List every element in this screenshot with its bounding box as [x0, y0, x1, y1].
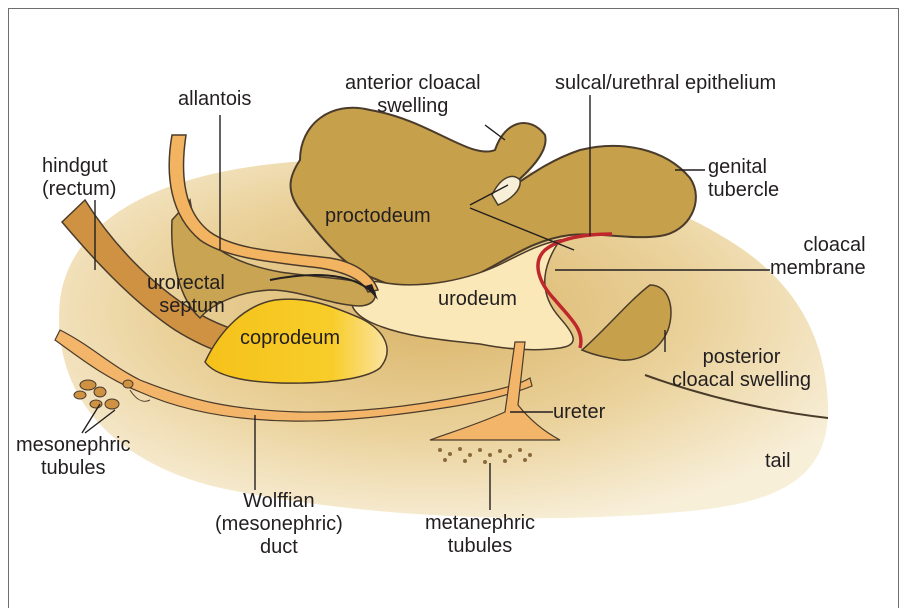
label-posterior-cloacal-swelling: posterior cloacal swelling	[672, 346, 811, 392]
label-genital-tubercle: genital tubercle	[708, 156, 779, 202]
label-proctodeum: proctodeum	[325, 205, 431, 228]
label-metanephric-tubules: metanephric tubules	[425, 512, 535, 558]
label-sulcal-urethral-epithelium: sulcal/urethral epithelium	[555, 72, 776, 95]
label-tail: tail	[765, 450, 791, 473]
label-ureter: ureter	[553, 401, 605, 424]
label-allantois: allantois	[178, 88, 251, 111]
label-coprodeum: coprodeum	[240, 327, 340, 350]
label-cloacal-membrane: cloacal membrane	[770, 234, 866, 280]
label-mesonephric-tubules: mesonephric tubules	[16, 434, 131, 480]
label-wolffian-duct: Wolffian (mesonephric) duct	[215, 490, 343, 559]
label-hindgut: hindgut (rectum)	[42, 155, 116, 201]
label-anterior-cloacal-swelling: anterior cloacal swelling	[345, 72, 481, 118]
label-urorectal-septum: urorectal septum	[147, 272, 225, 318]
leader-anterior-swelling	[485, 125, 505, 140]
label-urodeum: urodeum	[438, 288, 517, 311]
